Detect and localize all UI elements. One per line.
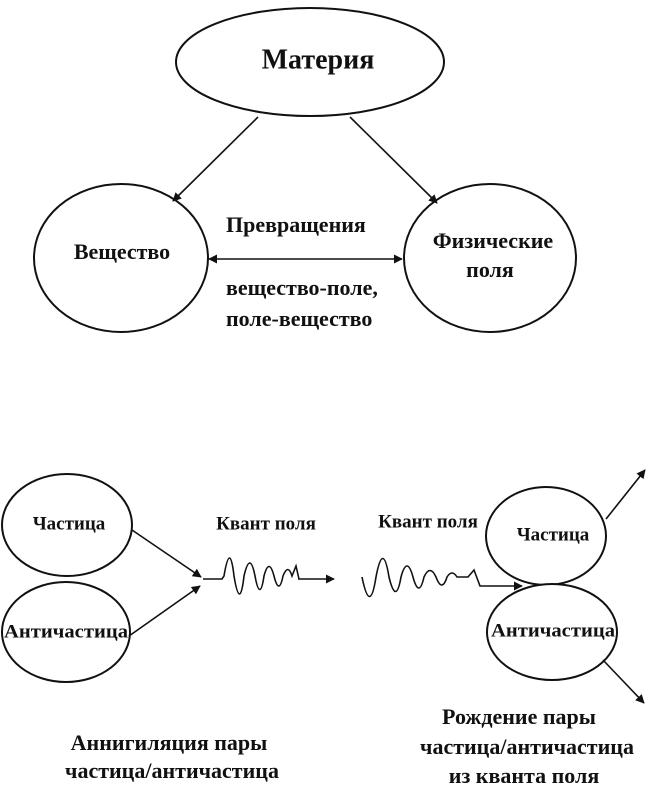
creation-quantum-wave [361, 557, 485, 598]
fields-label-line2: поля [466, 257, 514, 282]
annihilation-antiparticle-label: Античастица [4, 621, 129, 642]
annihilation-particle-ellipse [1, 473, 133, 577]
annihilation-quantum-wave [203, 557, 300, 595]
annihilation-quantum-label: Квант поля [216, 513, 316, 534]
matter-ellipse [175, 7, 445, 117]
arrow-antiparticle-out [602, 659, 645, 704]
fields-ellipse [403, 183, 577, 333]
matter-label: Материя [262, 44, 375, 75]
creation-caption-line2: частица/античастица [420, 734, 634, 759]
transform-title: Превращения [226, 212, 366, 237]
creation-caption-line3: из кванта поля [449, 763, 600, 788]
substance-ellipse [33, 183, 209, 333]
annihilation-particle-label: Частица [33, 513, 106, 534]
creation-antiparticle-label: Античастица [491, 620, 616, 641]
annihilation-antiparticle-ellipse [1, 581, 131, 683]
arrow-particle-to-quantum [131, 529, 202, 578]
substance-label: Вещество [74, 239, 170, 264]
annihilation-caption-line1: Аннигиляция пары [71, 730, 268, 755]
fields-label-line1: Физические [433, 228, 554, 253]
arrow-matter-to-substance [172, 116, 259, 202]
creation-particle-label: Частица [517, 524, 590, 545]
transform-line1: вещество-поле, [226, 275, 378, 300]
annihilation-caption-line2: частица/античастица [65, 758, 279, 783]
creation-quantum-label: Квант поля [378, 511, 478, 532]
creation-caption-line1: Рождение пары [442, 704, 596, 729]
arrow-matter-to-fields [349, 116, 438, 204]
arrow-antiparticle-to-quantum [128, 585, 201, 637]
transform-line2: поле-вещество [226, 306, 372, 331]
creation-antiparticle-ellipse [486, 583, 618, 681]
arrow-particle-out [605, 469, 646, 520]
